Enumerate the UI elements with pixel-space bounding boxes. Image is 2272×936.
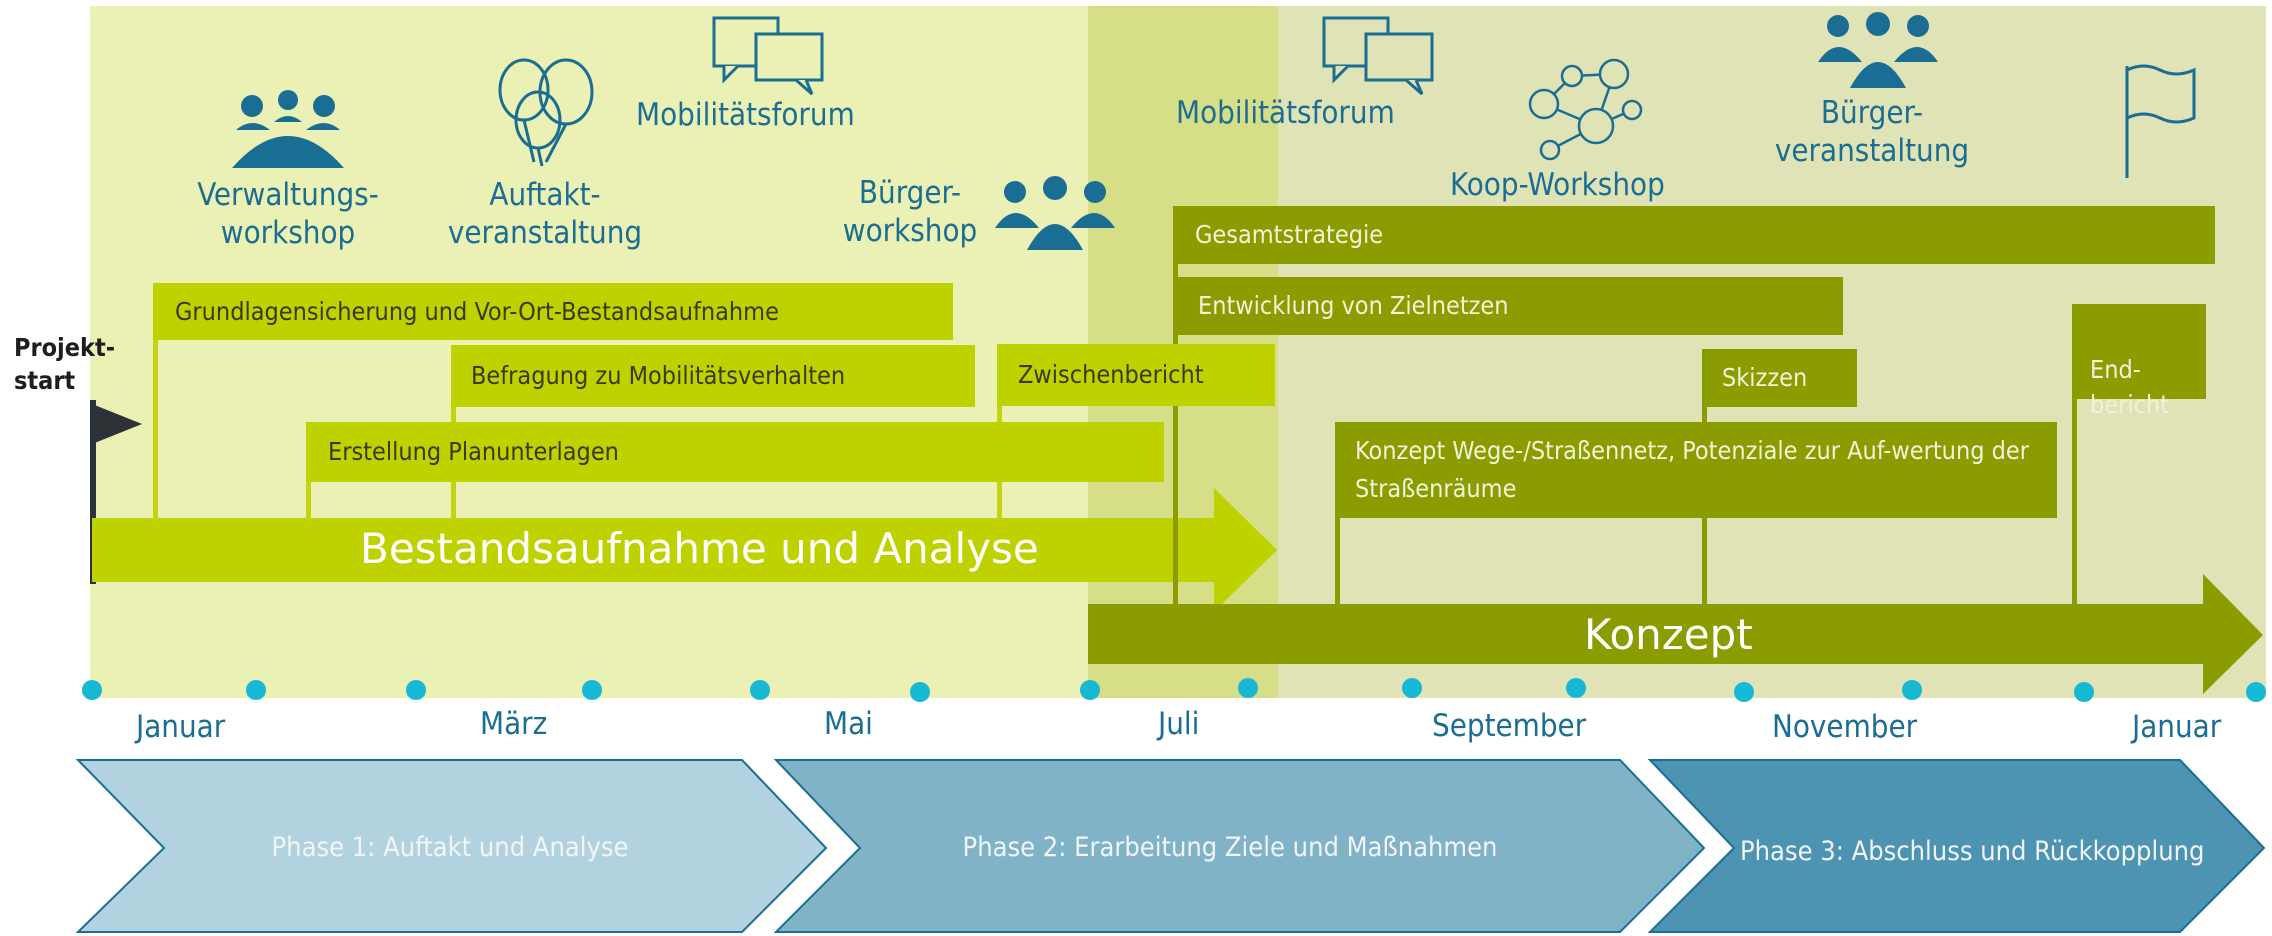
group-icon [1818, 12, 1938, 88]
analysis-arrow [92, 488, 1277, 612]
group-icon [232, 90, 344, 168]
task-stem [2072, 304, 2077, 606]
task-label: Erstellung Planunterlagen [328, 437, 619, 466]
task-label: Gesamtstrategie [1195, 220, 1384, 249]
task-bar-konzept-wegenetz: Konzept Wege-/Straßennetz, Potenziale zu… [1335, 422, 2057, 518]
concept-stream-label: Konzept [1584, 610, 1753, 659]
task-bar-grundlagen: Grundlagensicherung und Vor-Ort-Bestands… [153, 283, 953, 340]
group-icon [995, 176, 1115, 250]
task-bar-gesamtstrategie: Gesamtstrategie [1173, 206, 2215, 264]
timeline-dot [82, 680, 102, 700]
concept-arrow [1088, 574, 2263, 694]
event-label: Mobilitätsforum [636, 97, 855, 133]
month-label: September [1432, 708, 1587, 744]
task-stem [153, 283, 158, 521]
task-label: Entwicklung von Zielnetzen [1198, 291, 1509, 320]
month-label: März [480, 706, 548, 742]
phase-1-label: Phase 1: Auftakt und Analyse [271, 832, 629, 863]
timeline-dot [1566, 678, 1586, 698]
start-flag-icon [90, 400, 142, 584]
task-bar-zwischenbericht: Zwischenbericht [997, 344, 1275, 406]
speech-bubbles-icon [1322, 16, 1434, 96]
month-label: Mai [824, 706, 873, 742]
speech-bubbles-icon [712, 16, 824, 96]
phase-2-label: Phase 2: Erarbeitung Ziele und Maßnahmen [962, 832, 1498, 863]
timeline-dot [750, 680, 770, 700]
event-label: Auftakt- veranstaltung [447, 177, 643, 252]
task-label: Konzept Wege-/Straßennetz, Potenziale zu… [1355, 436, 2029, 503]
task-bar-skizzen: Skizzen [1702, 349, 1857, 407]
task-stem [1173, 206, 1178, 606]
timeline-dot [1734, 682, 1754, 702]
timeline-dot [2246, 682, 2266, 702]
timeline-dot [1238, 678, 1258, 698]
event-label: Mobilitätsforum [1176, 95, 1395, 131]
timeline-dot [1402, 678, 1422, 698]
phase-1-chevron [75, 759, 828, 933]
timeline-dot [582, 680, 602, 700]
task-bar-endbericht: End- bericht [2072, 304, 2206, 419]
phase-3-chevron [1647, 759, 2266, 933]
phase-chevrons [75, 759, 2266, 933]
task-label: Grundlagensicherung und Vor-Ort-Bestands… [175, 297, 779, 326]
task-label: Befragung zu Mobilitätsverhalten [471, 361, 846, 390]
timeline-dot [2074, 682, 2094, 702]
event-label: Bürger- veranstaltung [1774, 95, 1970, 170]
task-label: Skizzen [1722, 363, 1808, 392]
month-label: November [1772, 709, 1918, 745]
task-label: End- bericht [2090, 355, 2170, 419]
event-label: Bürger- workshop [842, 175, 978, 250]
event-label: Verwaltungs- workshop [197, 177, 379, 252]
timeline-dot [1902, 680, 1922, 700]
phase-3-label: Phase 3: Abschluss und Rückkopplung [1740, 836, 2205, 867]
month-label: Januar [2132, 709, 2222, 745]
timeline-dot [406, 680, 426, 700]
month-label: Juli [1158, 706, 1200, 742]
task-bar-befragung: Befragung zu Mobilitätsverhalten [451, 345, 975, 407]
timeline-dot [1080, 680, 1100, 700]
timeline-dot [246, 680, 266, 700]
task-bar-zielnetze: Entwicklung von Zielnetzen [1173, 277, 1843, 335]
event-label: Koop-Workshop [1450, 167, 1665, 203]
timeline-dot [910, 682, 930, 702]
task-bar-planunterlagen: Erstellung Planunterlagen [306, 422, 1164, 482]
phase-2-chevron [773, 759, 1706, 933]
project-start-label: Projekt- start [14, 333, 116, 395]
analysis-stream-label: Bestandsaufnahme und Analyse [360, 524, 1039, 573]
month-label: Januar [136, 709, 226, 745]
network-icon [1528, 58, 1643, 161]
balloons-icon [498, 58, 594, 167]
flag-icon [2125, 64, 2196, 178]
task-label: Zwischenbericht [1018, 360, 1204, 389]
